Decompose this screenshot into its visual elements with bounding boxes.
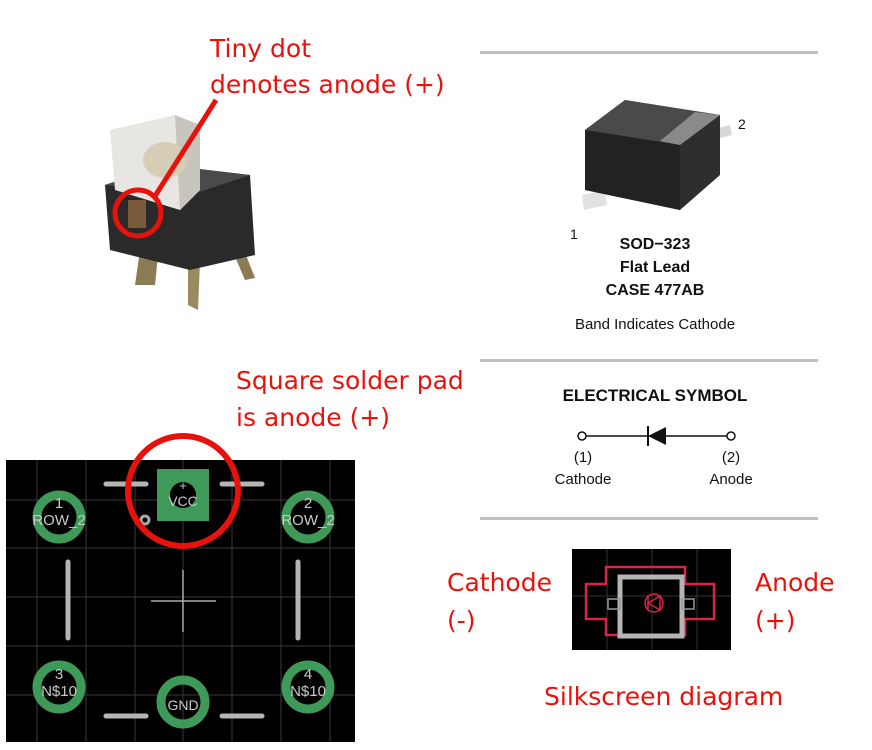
symbol-title: ELECTRICAL SYMBOL	[562, 386, 748, 405]
cathode-band	[660, 112, 720, 145]
anode-dot-marker	[139, 514, 151, 526]
pad1-number: 1	[55, 495, 63, 512]
symbol-pin2-num: (2)	[721, 449, 741, 466]
symbol-pin2-name: Anode	[709, 471, 753, 488]
pad-left	[607, 598, 621, 610]
silk-cathode-label: Cathode	[447, 568, 552, 597]
pad-1	[32, 490, 86, 544]
pad2-number: 2	[304, 495, 312, 512]
anode-net: VCC	[168, 493, 198, 509]
package-case: CASE 477AB	[605, 282, 705, 299]
diode-mark-icon	[644, 593, 664, 613]
tiny-dot-label-1: Tiny dot	[210, 34, 312, 63]
pin1-terminal	[577, 431, 587, 441]
anode-plus-mark: +	[179, 478, 187, 493]
sod323-package-drawing	[582, 100, 732, 210]
symbol-pin1-num: (1)	[573, 449, 593, 466]
diode-symbol	[577, 426, 736, 446]
callout-circle	[112, 187, 164, 239]
lens	[143, 142, 187, 178]
pad-4	[281, 660, 335, 714]
silk-anode-sign: (+)	[755, 606, 796, 635]
pad1-net: ROW_2	[32, 512, 85, 529]
pad-2	[281, 490, 335, 544]
silkscreen-outline	[65, 481, 301, 719]
silkscreen-footprint	[572, 549, 731, 650]
pad-gnd	[156, 675, 210, 729]
divider	[480, 359, 818, 362]
gnd-net: GND	[167, 697, 198, 713]
package-note: Band Indicates Cathode	[574, 316, 736, 333]
callout-line	[152, 98, 219, 198]
silk-anode-label: Anode	[755, 568, 835, 597]
pin1-lead	[582, 190, 607, 210]
divider	[480, 517, 818, 520]
pad-3	[32, 660, 86, 714]
callout-circle	[125, 433, 241, 549]
pad4-number: 4	[304, 666, 312, 683]
pad-right	[681, 598, 695, 610]
led-switch-photo	[105, 115, 255, 310]
pad-anode-hole	[170, 482, 196, 508]
pad3-net: N$10	[41, 683, 77, 700]
tiny-dot-label-2: denotes anode (+)	[210, 70, 445, 99]
pin1-label: 1	[570, 226, 578, 242]
package-lead: Flat Lead	[619, 259, 691, 276]
pad4-net: N$10	[290, 683, 326, 700]
silk-cathode-sign: (-)	[447, 606, 476, 635]
symbol-pin1-name: Cathode	[554, 471, 612, 488]
led-window	[128, 200, 146, 228]
courtyard-outline	[584, 565, 716, 637]
pin2-label: 2	[738, 116, 746, 132]
pin2-terminal	[726, 431, 736, 441]
package-name: SOD−323	[619, 236, 691, 253]
body-front	[585, 130, 680, 210]
origin-cross	[151, 570, 216, 632]
pad2-net: ROW_2	[281, 512, 334, 529]
pad3-number: 3	[55, 666, 63, 683]
lead	[188, 260, 200, 310]
diode-triangle	[648, 427, 666, 445]
divider	[480, 51, 818, 54]
square-pad-label-2: is anode (+)	[236, 403, 391, 432]
square-pad-label-1: Square solder pad	[236, 366, 464, 395]
silkscreen-caption: Silkscreen diagram	[544, 682, 784, 711]
